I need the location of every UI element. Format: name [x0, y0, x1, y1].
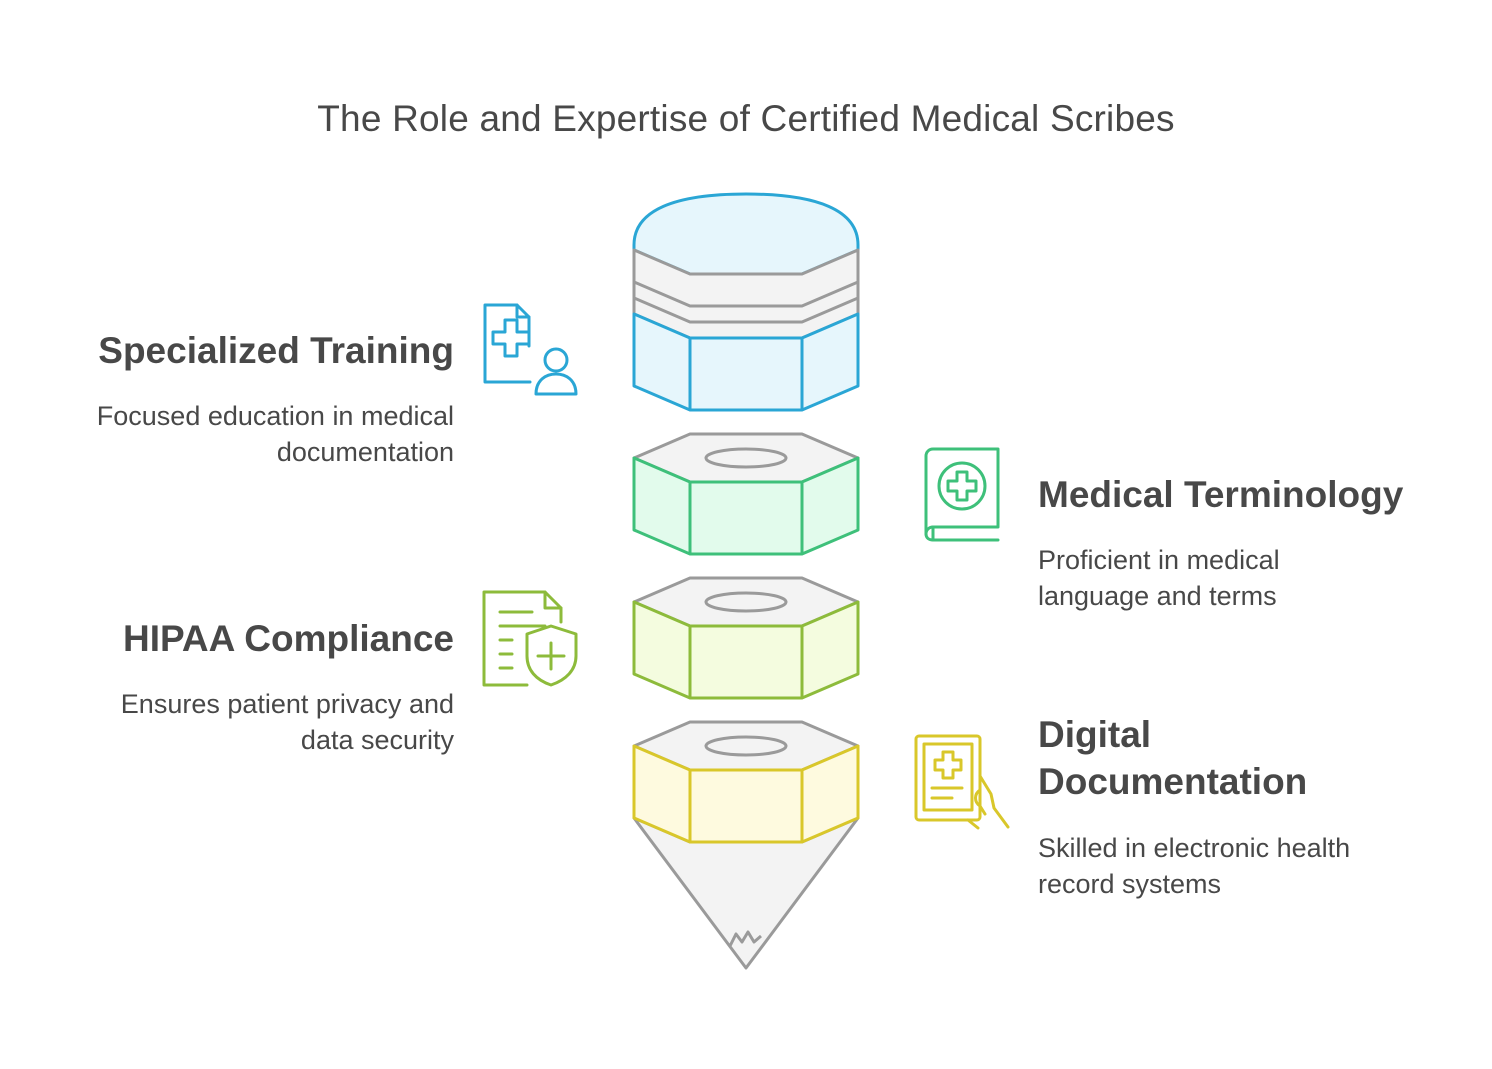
pencil-segment-lime: [632, 576, 860, 700]
item-heading-digital-documentation: Digital Documentation: [1038, 714, 1308, 802]
document-shield-icon: [482, 590, 578, 687]
item-description-specialized-training: Focused education in medical documentati…: [96, 401, 454, 467]
medical-book-icon: [924, 447, 1000, 542]
medical-file-user-icon: [483, 303, 578, 396]
tablet-medical-hand-icon: [914, 734, 1010, 830]
item-description-hipaa-compliance: Ensures patient privacy and data securit…: [120, 689, 454, 755]
item-heading-specialized-training: Specialized Training: [98, 330, 454, 371]
pencil-segment-yellow: [632, 720, 860, 970]
item-description-medical-terminology: Proficient in medical language and terms: [1038, 545, 1280, 611]
item-heading-medical-terminology: Medical Terminology: [1038, 474, 1404, 515]
item-description-digital-documentation: Skilled in electronic health record syst…: [1038, 833, 1351, 899]
item-heading-hipaa-compliance: HIPAA Compliance: [123, 618, 454, 659]
pencil-eraser: [632, 192, 860, 412]
pencil-segment-green: [632, 432, 860, 556]
page-title: The Role and Expertise of Certified Medi…: [317, 98, 1175, 139]
